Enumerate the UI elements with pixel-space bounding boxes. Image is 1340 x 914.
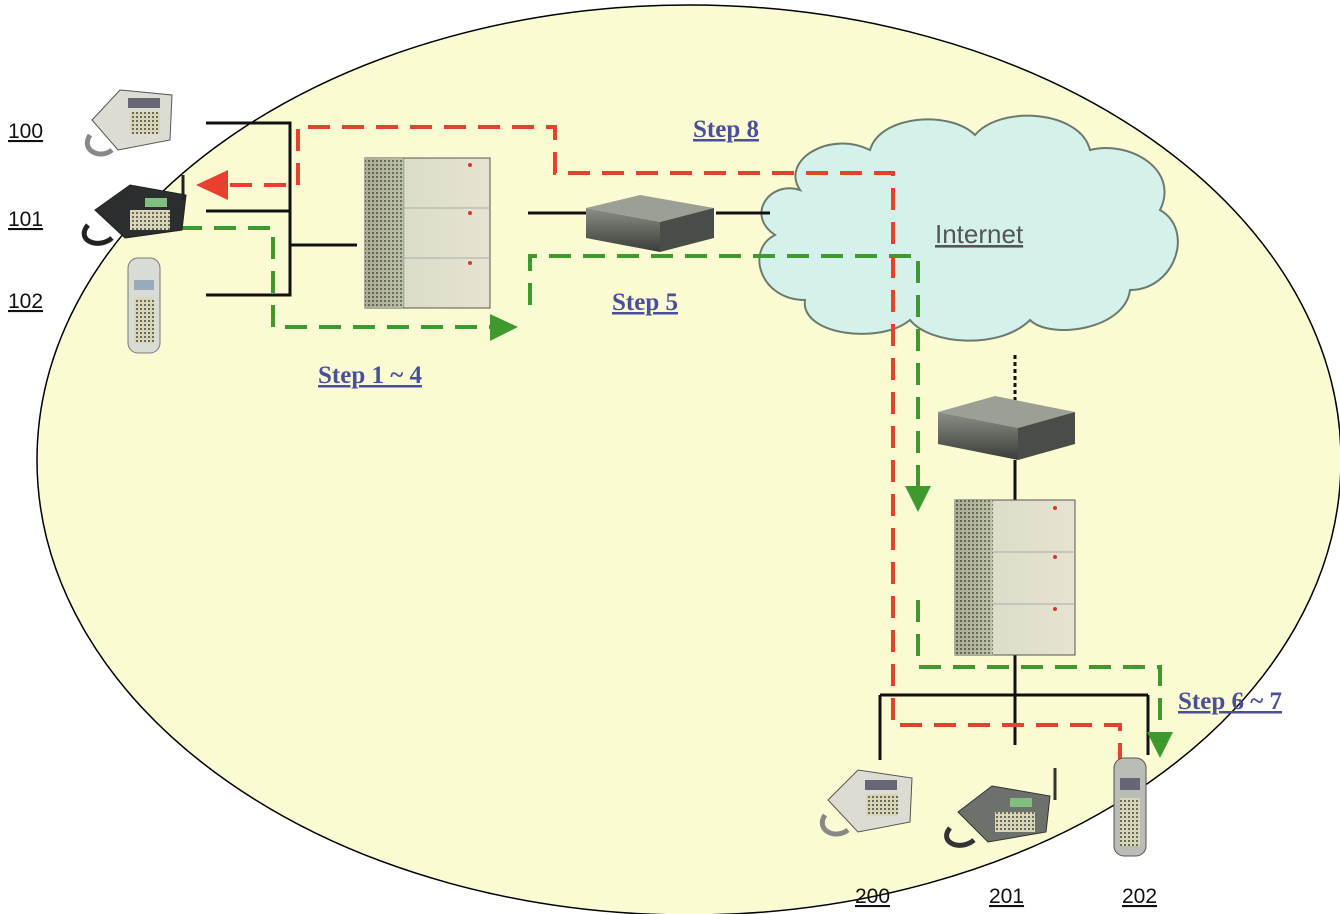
extension-label-202: 202	[1122, 885, 1157, 908]
extension-label-201: 201	[989, 885, 1024, 908]
cordless-handset-icon[interactable]	[1113, 757, 1147, 857]
red-arrow-head	[196, 170, 228, 200]
pbx-cabinet-icon	[364, 157, 491, 309]
voip-gateway-icon	[586, 195, 714, 252]
step-label-8: Step 8	[693, 116, 759, 143]
extension-label-102: 102	[8, 290, 43, 313]
internet-cloud-icon: Internet	[758, 114, 1179, 342]
wiring	[206, 121, 1150, 760]
step-label-5: Step 5	[612, 289, 678, 316]
cordless-base-phone-icon[interactable]	[944, 768, 1057, 848]
voip-gateway-icon	[938, 396, 1075, 460]
green-call-path	[180, 226, 1162, 735]
step-label-6-7: Step 6 ~ 7	[1178, 688, 1282, 715]
desk-phone-icon[interactable]	[85, 89, 173, 157]
step-label-1-4: Step 1 ~ 4	[318, 362, 422, 389]
pbx-cabinet-icon	[954, 499, 1076, 656]
red-call-path	[230, 125, 1122, 765]
cordless-base-phone-icon[interactable]	[81, 175, 187, 246]
desk-phone-icon[interactable]	[820, 769, 913, 837]
extension-label-200: 200	[855, 885, 890, 908]
green-arrow-head-2	[905, 486, 931, 512]
extension-label-101: 101	[8, 208, 43, 231]
green-arrow-head-3	[1147, 732, 1173, 758]
cordless-handset-icon[interactable]	[127, 257, 161, 354]
green-arrow-head-1	[490, 314, 518, 341]
internet-label: Internet	[935, 219, 1024, 249]
extension-label-100: 100	[8, 120, 43, 143]
